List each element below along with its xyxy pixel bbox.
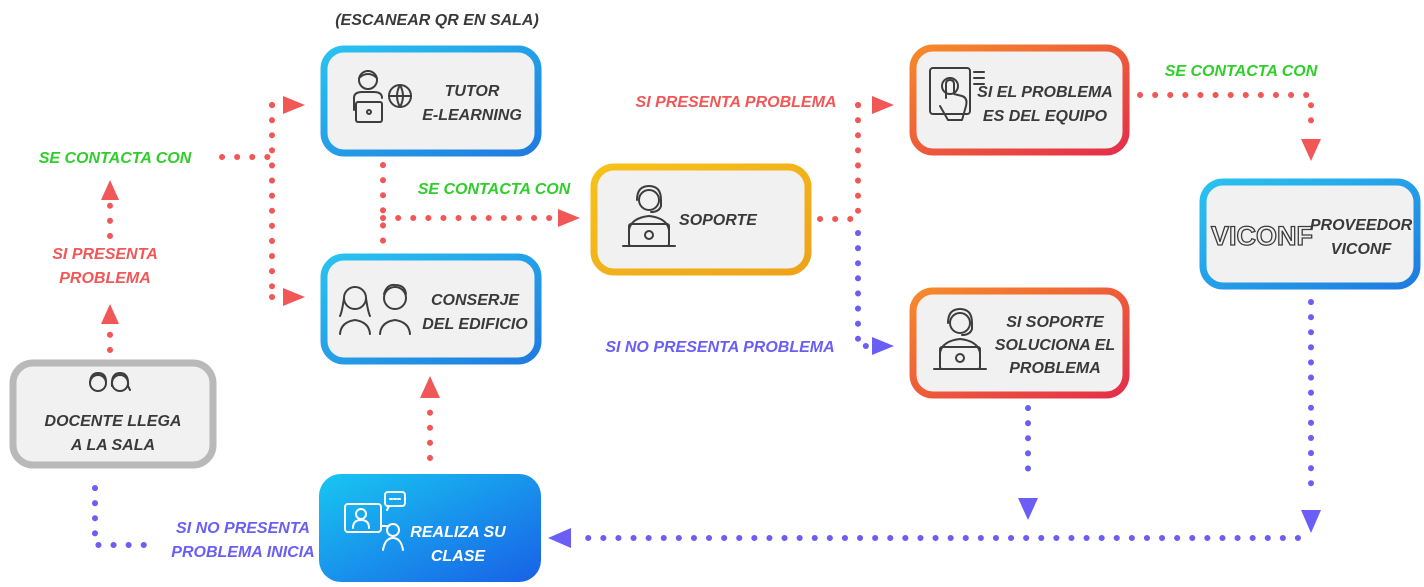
soporte-line1: SOPORTE	[679, 212, 758, 229]
soluciona-line1: SI SOPORTE	[1006, 314, 1105, 331]
node-equipo[interactable]: SI EL PROBLEMA ES DEL EQUIPO	[909, 44, 1130, 156]
conserje-line1: CONSERJE	[431, 292, 520, 309]
label-se-contacta-left: SE CONTACTA CON	[39, 150, 192, 167]
node-conserje[interactable]: CONSERJE DEL EDIFICIO	[320, 253, 542, 365]
arrowhead-presenta-up	[101, 180, 119, 200]
docente-line2: A LA SALA	[70, 437, 155, 454]
clase-line2: CLASE	[431, 548, 487, 565]
arrowhead-to-equipo	[872, 96, 894, 114]
equipo-line1: SI EL PROBLEMA	[977, 84, 1113, 101]
equipo-line2: ES DEL EQUIPO	[983, 108, 1108, 125]
node-clase[interactable]: REALIZA SU CLASE	[319, 474, 541, 582]
arrowhead-soluciona-down	[1018, 498, 1038, 520]
arrowhead-to-soluciona	[872, 337, 894, 355]
arrowhead-to-conserje	[283, 288, 305, 306]
soluciona-line2: SOLUCIONA EL	[995, 337, 1115, 354]
two-people-icon	[339, 283, 411, 335]
headset-laptop-icon	[933, 308, 987, 370]
label-si-no-presenta-problema: SI NO PRESENTA PROBLEMA	[605, 339, 834, 356]
label-se-contacta-right: SE CONTACTA CON	[1165, 63, 1318, 80]
docente-line1: DOCENTE LLEGA	[45, 413, 182, 430]
node-tutor[interactable]: TUTOR E-LEARNING	[320, 45, 542, 157]
viconf-line2: VICONF	[1331, 241, 1393, 258]
label-problema-inicia: PROBLEMA INICIA	[171, 544, 314, 561]
arrowhead-to-viconf	[1301, 139, 1321, 161]
arrowhead-to-clase	[548, 528, 571, 548]
connector-down-branch	[855, 230, 873, 349]
connector-equipo-viconf	[1137, 92, 1314, 129]
tutor-line1: TUTOR	[445, 83, 500, 100]
label-si-no-presenta: SI NO PRESENTA	[176, 520, 310, 537]
node-viconf[interactable]: VICONF PROVEEDOR VICONF	[1199, 178, 1421, 290]
conserje-line2: DEL EDIFICIO	[422, 316, 528, 333]
connector-docente-down	[92, 485, 153, 548]
connectors	[92, 92, 1321, 548]
tutor-line2: E-LEARNING	[422, 107, 522, 124]
headset-laptop-icon	[622, 185, 676, 247]
arrowhead-viconf-down	[1301, 510, 1321, 533]
arrowhead-to-tutor	[283, 96, 305, 114]
label-si-presenta-problema: SI PRESENTA PROBLEMA	[636, 94, 837, 111]
node-docente[interactable]: DOCENTE LLEGA A LA SALA	[9, 359, 217, 469]
label-se-contacta-mid: SE CONTACTA CON	[418, 181, 571, 198]
node-soporte[interactable]: SOPORTE	[590, 163, 812, 276]
arrowhead-to-conserje-up	[420, 376, 440, 398]
two-faces-icon	[89, 372, 131, 392]
viconf-line1: PROVEEDOR	[1310, 217, 1413, 234]
touch-screen-icon	[929, 67, 985, 121]
soluciona-line3: PROBLEMA	[1009, 360, 1101, 377]
tutor-globe-icon	[353, 70, 412, 123]
node-soluciona[interactable]: SI SOPORTE SOLUCIONA EL PROBLEMA	[909, 287, 1130, 399]
arrowhead-to-soporte	[558, 209, 580, 227]
video-class-icon	[344, 491, 406, 551]
label-si-presenta: SI PRESENTA	[52, 246, 158, 263]
label-problema: PROBLEMA	[59, 270, 151, 287]
viconf-logo: VICONF	[1211, 221, 1313, 251]
clase-line1: REALIZA SU	[410, 524, 506, 541]
tutor-caption: (ESCANEAR QR EN SALA)	[335, 12, 539, 29]
arrowhead-docente-up	[101, 304, 119, 324]
